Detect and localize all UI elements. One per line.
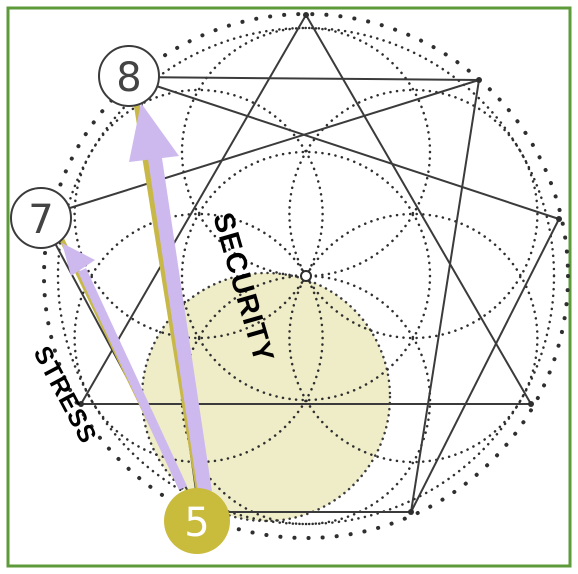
center-point <box>300 270 312 282</box>
flower-outer-circle <box>56 26 556 526</box>
flower-circle <box>73 88 324 340</box>
inner-triangle <box>79 13 533 405</box>
node-five: 5 <box>164 488 230 554</box>
outer-dotted-ring <box>42 12 570 540</box>
flower-of-life-pattern <box>56 26 556 526</box>
line-seven-to-one <box>40 79 480 218</box>
flower-circle <box>73 212 324 464</box>
line-two-to-four <box>410 218 560 513</box>
flower-circle <box>288 212 539 464</box>
node-eight: 8 <box>98 45 160 107</box>
node-seven: 7 <box>10 187 72 249</box>
node-eight-label: 8 <box>116 55 141 101</box>
line-eight-to-two <box>128 76 560 220</box>
vertex-dots <box>78 12 562 515</box>
flower-circle <box>180 150 432 402</box>
security-arrow <box>129 103 212 494</box>
flower-circle <box>180 26 432 278</box>
stress-arrow <box>62 243 188 490</box>
node-five-label: 5 <box>184 500 209 546</box>
node-seven-label: 7 <box>28 197 53 243</box>
flower-circle <box>288 88 539 340</box>
